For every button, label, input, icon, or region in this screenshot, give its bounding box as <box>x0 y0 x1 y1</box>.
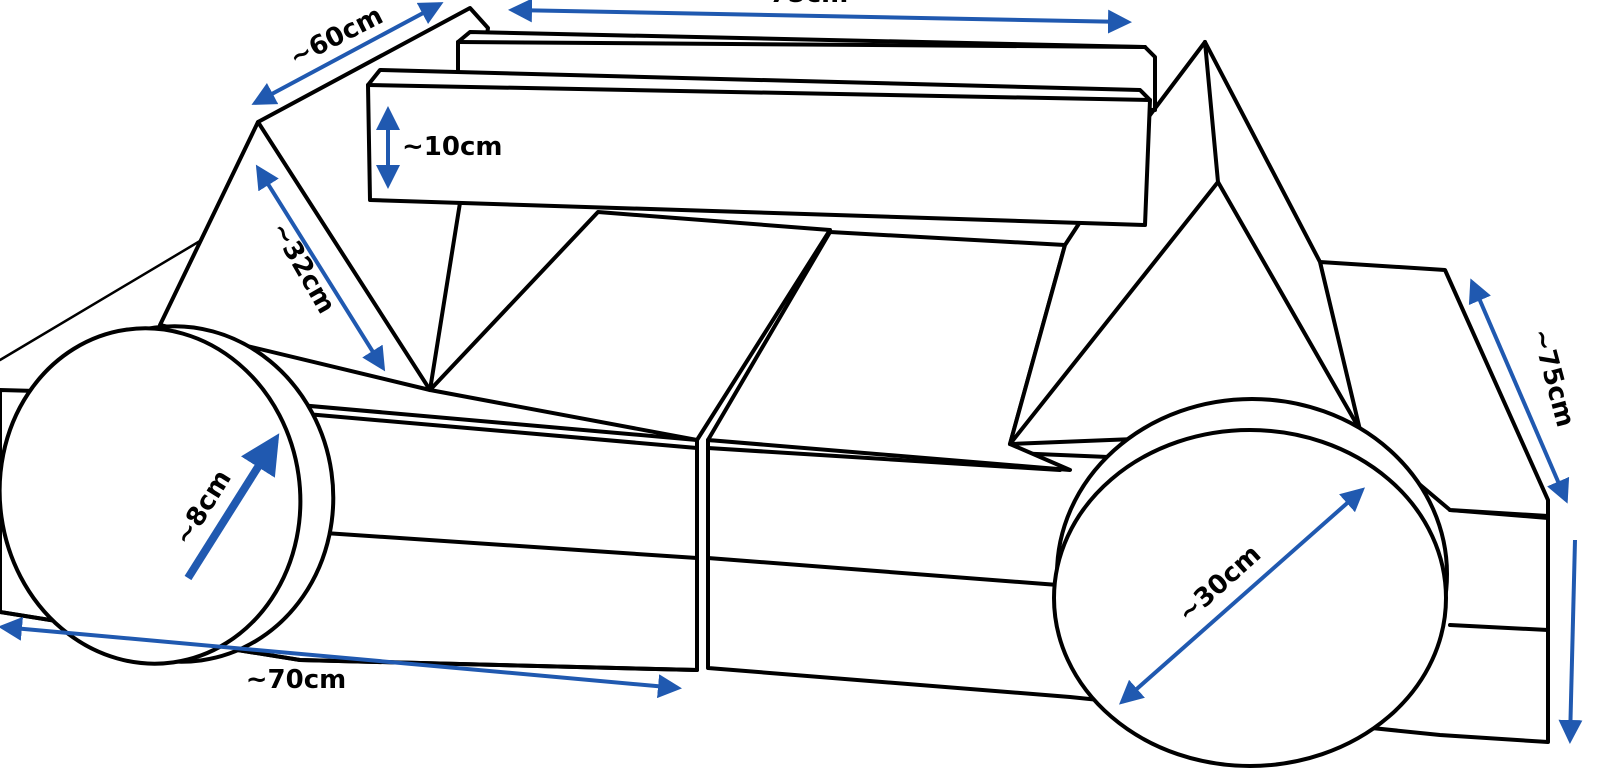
top-width-label: ~75cm <box>748 0 848 9</box>
small-wheel-thickness-dimension-arrow <box>184 433 280 581</box>
base-depth-dimension-arrow <box>1468 278 1570 504</box>
small-wheel-left <box>0 324 336 666</box>
roll-height-label: ~10cm <box>402 132 502 162</box>
base-length-label: ~70cm <box>246 665 346 695</box>
base-length-dimension-arrow <box>0 616 682 699</box>
big-wheel-diameter-dimension-arrow <box>1119 487 1365 705</box>
triangle-side-dimension-arrow <box>255 164 386 372</box>
base-depth-lower-arrow <box>1558 539 1583 744</box>
big-wheel-right <box>1052 397 1449 768</box>
base-depth-label: ~75cm <box>1525 326 1580 431</box>
left-seat-cushion <box>428 210 832 442</box>
triangle-depth-dimension-arrow <box>251 2 444 105</box>
left-back-edge <box>0 236 207 362</box>
top-width-dimension-arrow <box>508 0 1132 34</box>
